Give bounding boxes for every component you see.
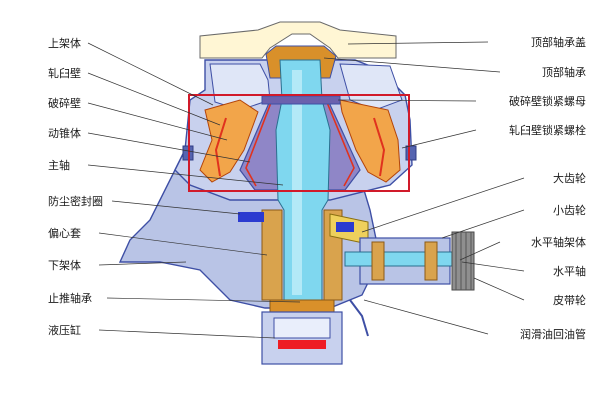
label-concave: 轧臼壁 <box>48 67 81 80</box>
hydraulic-piston <box>273 317 331 339</box>
horizontal-bearing-left <box>371 241 385 281</box>
label-lube-return-pipe: 润滑油回油管 <box>520 328 586 341</box>
label-concave-lock-bolt: 轧臼壁锁紧螺栓 <box>509 124 586 137</box>
label-dust-seal-ring: 防尘密封圈 <box>48 195 103 208</box>
top-bearing-cover-shape <box>199 21 397 59</box>
concave-lock-bolt-right <box>405 145 417 161</box>
label-horizontal-shaft: 水平轴 <box>553 265 586 278</box>
leader-lines <box>87 41 525 339</box>
label-pulley: 皮带轮 <box>553 294 586 307</box>
label-horizontal-shaft-frame: 水平轴架体 <box>531 236 586 249</box>
label-large-gear: 大齿轮 <box>553 172 586 185</box>
label-top-bearing-cover: 顶部轴承盖 <box>531 36 586 49</box>
horizontal-bearing-right <box>424 241 438 281</box>
concave-liner-left <box>214 117 227 177</box>
label-thrust-bearing: 止推轴承 <box>48 292 92 305</box>
concave-right <box>339 99 401 183</box>
pulley-shape <box>451 231 475 291</box>
label-upper-frame: 上架体 <box>48 37 81 50</box>
label-small-gear: 小齿轮 <box>553 204 586 217</box>
highlight-box <box>188 94 410 192</box>
mantle-right <box>325 99 355 187</box>
label-mantle: 破碎壁 <box>48 97 81 110</box>
label-main-shaft: 主轴 <box>48 159 70 172</box>
concave-left <box>199 99 259 183</box>
hydraulic-red-chamber <box>278 340 326 349</box>
large-gear-blue <box>336 222 354 232</box>
label-eccentric-sleeve: 偏心套 <box>48 227 81 240</box>
mantle-left <box>245 99 273 187</box>
mantle-lock-nut-shape <box>261 95 341 105</box>
horizontal-shaft-shape <box>344 251 466 267</box>
main-shaft-highlight <box>292 70 302 295</box>
dust-seal-ring-shape <box>238 212 264 222</box>
concave-liner-right <box>373 117 386 177</box>
label-top-bearing: 顶部轴承 <box>542 66 586 79</box>
label-hydraulic-cylinder: 液压缸 <box>48 324 81 337</box>
label-lower-frame: 下架体 <box>48 259 81 272</box>
label-moving-cone: 动锥体 <box>48 127 81 140</box>
label-mantle-lock-nut: 破碎壁锁紧螺母 <box>509 95 586 108</box>
lube-return-pipe-shape <box>349 299 369 337</box>
